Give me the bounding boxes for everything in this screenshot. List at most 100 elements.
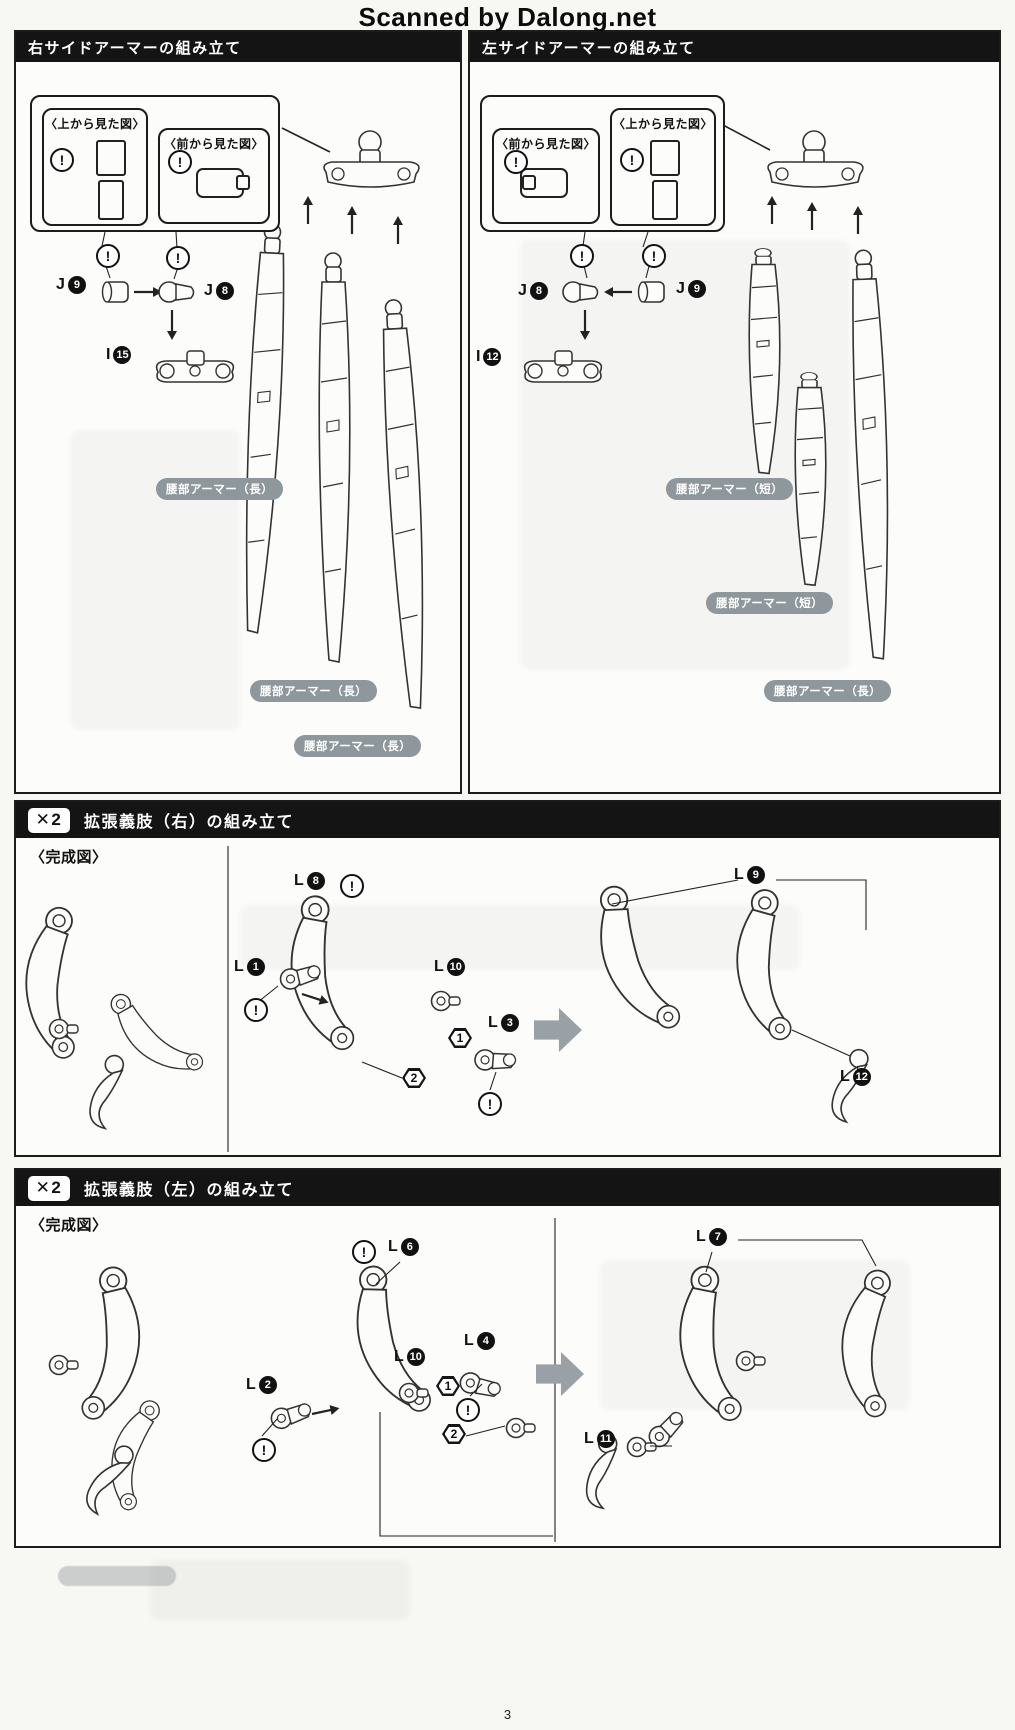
part-number-badge: 8 [529,282,548,300]
part-letter: L [246,1376,256,1393]
scan-bleedthrough [600,1260,910,1410]
part-letter: I [106,346,111,363]
panel-header-right-armor: 右サイドアーマーの組み立て [16,32,460,62]
part-callout-l7: L 7 [696,1228,727,1246]
warning-icon: ! [166,246,190,270]
part-number-badge: 10 [446,958,465,976]
panel-title: 左サイドアーマーの組み立て [482,39,696,57]
part-letter: J [204,282,213,299]
warning-icon: ! [456,1398,480,1422]
view-label: 〈前から見た図〉 [495,137,596,151]
warning-icon: ! [50,148,74,172]
warning-icon: ! [340,874,364,898]
panel-header-ext-right: ✕2 拡張義肢（右）の組み立て [16,802,999,838]
part-callout-l8: L 8 [294,872,325,890]
part-letter: L [696,1228,706,1245]
part-number-badge: 11 [596,1430,615,1448]
part-shape [650,140,680,176]
hex-shape [450,1030,470,1046]
step-number: 1 [444,1379,452,1393]
step-number: 1 [456,1031,464,1045]
warning-icon: ! [620,148,644,172]
part-number-badge: 9 [746,866,765,884]
view-label: 〈前から見た図〉 [163,137,264,151]
part-label-waist-armor-short: 腰部アーマー（短） [666,478,794,500]
part-number-badge: 6 [400,1238,419,1256]
part-letter: L [840,1068,850,1085]
warning-icon: ! [252,1438,276,1462]
warning-icon: ! [642,244,666,268]
part-label-waist-armor-long: 腰部アーマー（長） [250,680,378,702]
part-number-badge: 3 [500,1014,519,1032]
part-callout-l10: L 10 [434,958,465,976]
step-badge-1: 1 [448,1028,472,1048]
part-number-badge: 10 [406,1348,425,1366]
step-badge-2: 2 [442,1424,466,1444]
part-label-waist-armor-long: 腰部アーマー（長） [294,735,422,757]
step-badge-1: 1 [436,1376,460,1396]
part-callout-i12: I 12 [476,348,502,366]
part-number-badge: 7 [708,1228,727,1246]
part-callout-l10: L 10 [394,1348,425,1366]
part-shape [96,140,126,176]
scan-bleedthrough [70,430,240,730]
part-number-badge: 8 [306,872,325,890]
scan-bleedthrough-label [58,1566,176,1586]
part-letter: L [488,1014,498,1031]
part-callout-l9: L 9 [734,866,765,884]
part-letter: J [56,276,65,293]
panel-header-left-armor: 左サイドアーマーの組み立て [470,32,999,62]
warning-icon: ! [504,150,528,174]
part-number-badge: 15 [113,346,132,364]
part-shape [652,180,678,220]
page-number: 3 [503,1707,512,1722]
quantity-badge: ✕2 [28,807,70,833]
step-number: 2 [410,1071,418,1085]
part-shape [522,175,536,190]
panel-title: 拡張義肢（左）の組み立て [84,1182,295,1199]
completed-figure-label: 〈完成図〉 [30,849,108,866]
part-letter: L [394,1348,404,1365]
part-number-badge: 2 [258,1376,277,1394]
part-callout-i15: I 15 [106,346,132,364]
part-number-badge: 9 [687,280,706,298]
part-letter: I [476,348,481,365]
warning-icon: ! [244,998,268,1022]
part-letter: L [584,1430,594,1447]
part-number-badge: 1 [246,958,265,976]
part-callout-j8: J 8 [518,282,548,300]
part-callout-l6: L 6 [388,1238,419,1256]
part-callout-j8: J 8 [204,282,234,300]
part-letter: L [734,866,744,883]
view-label: 〈上から見た図〉 [44,117,145,131]
warning-icon: ! [96,244,120,268]
warning-icon: ! [168,150,192,174]
panel-title: 拡張義肢（右）の組み立て [84,814,295,831]
step-number: 2 [450,1427,458,1441]
part-letter: L [434,958,444,975]
part-label-waist-armor-short: 腰部アーマー（短） [706,592,834,614]
part-callout-j9: J 9 [676,280,706,298]
part-letter: L [234,958,244,975]
part-callout-l1: L 1 [234,958,265,976]
hex-shape [438,1378,458,1394]
part-number-badge: 4 [476,1332,495,1350]
part-number-badge: 12 [483,348,502,366]
quantity-badge: ✕2 [28,1175,70,1201]
part-callout-l11: L 11 [584,1430,615,1448]
part-number-badge: 12 [852,1068,871,1086]
scan-watermark: Scanned by Dalong.net [358,2,657,32]
part-letter: L [388,1238,398,1255]
part-letter: J [518,282,527,299]
scan-bleedthrough [150,1560,410,1620]
part-callout-l12: L 12 [840,1068,871,1086]
part-callout-l2: L 2 [246,1376,277,1394]
part-label-waist-armor-long: 腰部アーマー（長） [764,680,892,702]
view-from-front-box: 〈前から見た図〉 [158,128,270,224]
part-number-badge: 8 [215,282,234,300]
part-letter: L [294,872,304,889]
panel-extension-limb-right: ✕2 拡張義肢（右）の組み立て [14,800,1001,1157]
scan-bleedthrough [240,905,800,970]
hex-shape [404,1070,424,1086]
